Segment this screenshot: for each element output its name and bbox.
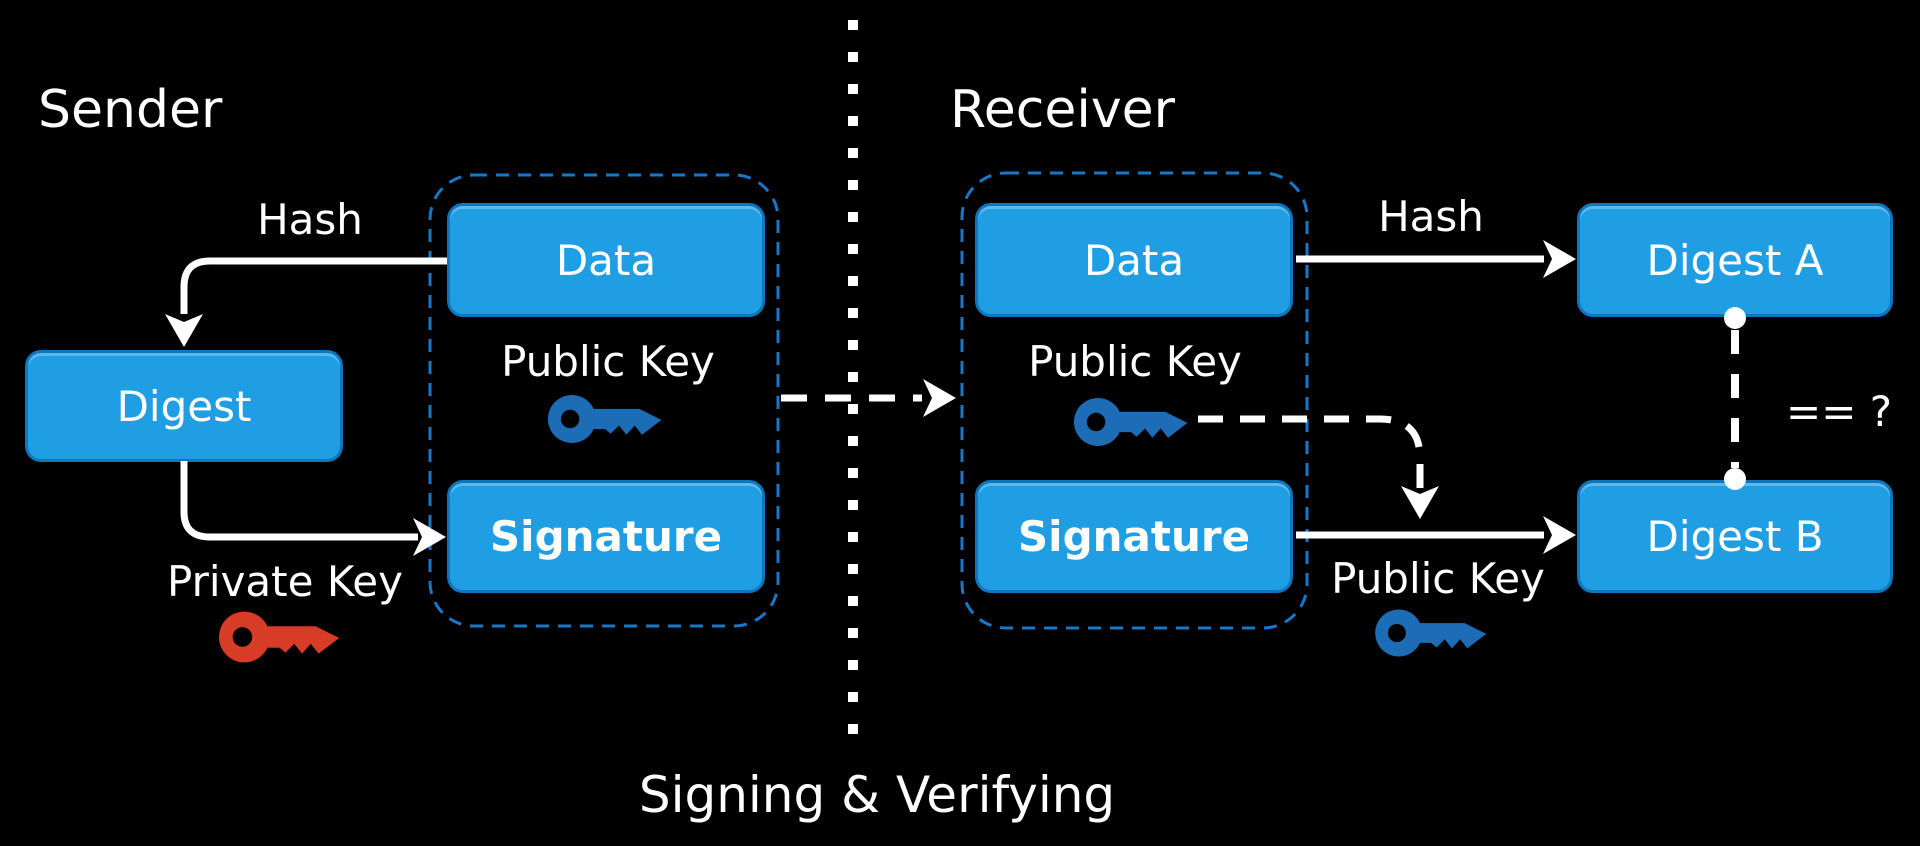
diagram-title: Signing & Verifying — [638, 766, 1116, 824]
receiver-hash-arrowhead — [1543, 240, 1576, 278]
receiver-data-box: Data — [975, 203, 1293, 317]
digest-b-box: Digest B — [1577, 480, 1893, 593]
receiver-section-label: Receiver — [950, 80, 1175, 140]
sender-hash-arrow-line — [180, 257, 447, 314]
verify-key-dashed-line — [1198, 415, 1424, 488]
digest-to-signature-arrowhead — [413, 518, 446, 556]
receiver-signature-box: Signature — [975, 480, 1293, 593]
sender-public-key-icon — [547, 395, 662, 443]
digest-b-box-label: Digest B — [1646, 512, 1824, 561]
signature-to-digest-b-arrowhead — [1543, 516, 1576, 554]
verify-key-arrowhead — [1401, 486, 1439, 519]
digest-a-box: Digest A — [1577, 203, 1893, 317]
verify-public-key-label: Public Key — [1331, 554, 1545, 603]
sender-hash-label: Hash — [257, 195, 363, 244]
verify-public-key-icon — [1375, 609, 1487, 657]
digest-a-box-label: Digest A — [1646, 235, 1824, 285]
digest-box: Digest — [25, 350, 343, 462]
sender-section-label: Sender — [38, 80, 223, 140]
private-key-icon — [218, 611, 340, 663]
digest-box-label: Digest — [116, 381, 252, 431]
comparison-label: == ? — [1786, 387, 1893, 436]
receiver-public-key-label: Public Key — [1028, 337, 1242, 386]
package-transfer-arrowhead — [923, 379, 956, 417]
receiver-hash-label: Hash — [1378, 192, 1484, 241]
sender-signature-box: Signature — [447, 480, 765, 593]
sender-data-box: Data — [447, 203, 765, 317]
receiver-public-key-icon — [1073, 398, 1188, 446]
sender-hash-arrowhead — [165, 314, 203, 347]
private-key-label: Private Key — [167, 557, 403, 606]
digest-to-signature-line — [180, 461, 418, 541]
receiver-signature-box-label: Signature — [1017, 512, 1251, 561]
sender-data-box-label: Data — [555, 235, 657, 285]
sender-signature-box-label: Signature — [489, 512, 723, 561]
receiver-data-box-label: Data — [1083, 235, 1185, 285]
sender-public-key-label: Public Key — [501, 337, 715, 386]
